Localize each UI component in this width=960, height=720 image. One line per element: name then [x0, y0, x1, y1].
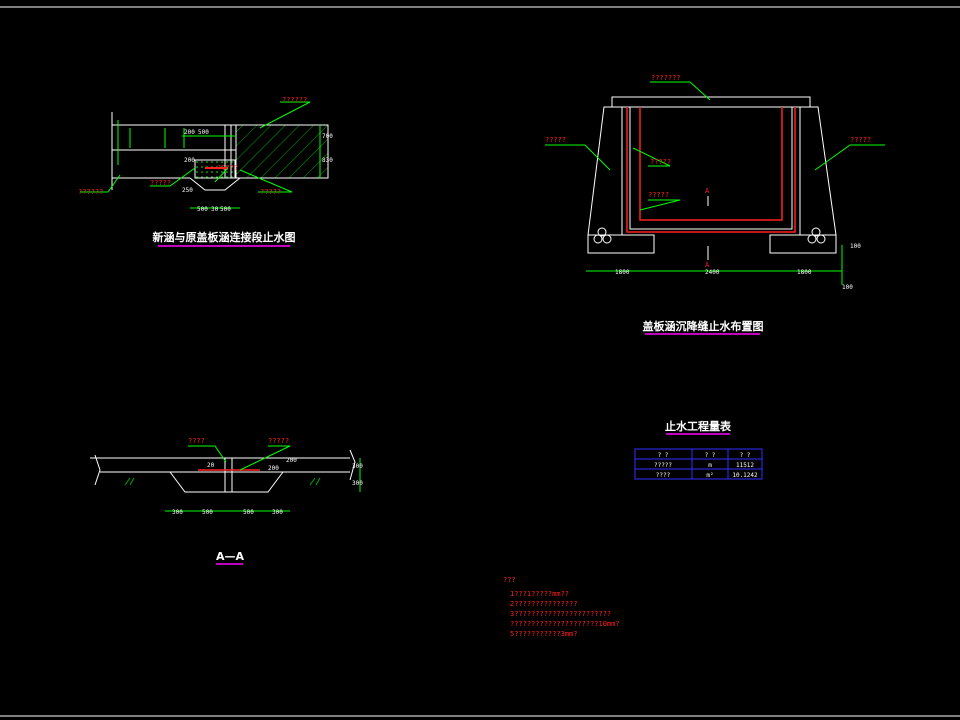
table-header-3: ? ? [740, 452, 751, 459]
table-header-1: ? ? [658, 452, 669, 459]
table-title: 止水工程量表 [665, 419, 732, 433]
joint-dim-6: 200 [184, 157, 195, 164]
culvert-dim-5: 100 [842, 284, 853, 291]
aa-break-left [94, 454, 101, 486]
notes-block: ??? 1???1?????mm?? 2??????????????? 3???… [503, 576, 620, 638]
culvert-label-3: ????? [850, 136, 871, 144]
right-foundation [769, 234, 837, 254]
joint-dim-9: 830 [322, 157, 333, 164]
leader-4 [239, 169, 293, 193]
notes-line-1: 1???1?????mm?? [510, 590, 569, 598]
joint-label-2: ????? [150, 179, 171, 187]
culvert-leader-4 [632, 147, 671, 167]
aa-break-right [349, 449, 356, 481]
aa-dim-1: 20 [207, 462, 215, 469]
aa-label-2: ????? [268, 437, 289, 445]
water-stop-inner [639, 107, 783, 221]
joint-label-1: ?????? [78, 188, 103, 196]
quantity-table: 止水工程量表 ? ? ? ? ? ? ????? m 11512 ???? m²… [634, 419, 763, 480]
aa-label-1: ???? [188, 437, 205, 445]
notes-line-2: 2??????????????? [510, 600, 577, 608]
culvert-dim-4: 100 [850, 243, 861, 250]
culvert-leader-5 [639, 199, 681, 211]
culvert-leader-2 [545, 144, 611, 171]
leader-3 [214, 167, 229, 183]
aa-dim-6: 500 [243, 509, 254, 516]
culvert-label-5: ????? [648, 191, 669, 199]
aa-dim-3: 300 [352, 480, 363, 487]
joint-dim-5: 500 [220, 206, 231, 213]
aa-leader-2 [239, 445, 291, 471]
joint-label-5: ?????? [282, 96, 307, 104]
joint-dim-3: 500 [197, 206, 208, 213]
notes-line-5: 5???????????3mm? [510, 630, 577, 638]
drawing-culvert-section: A A 1800 2400 1800 100 100 ??????? ?????… [545, 74, 885, 335]
aa-dim-8: 300 [352, 463, 363, 470]
drawing2-title: 盖板涵沉降缝止水布置图 [643, 319, 764, 333]
culvert-dim-2: 2400 [705, 269, 720, 276]
culvert-dim-3: 1800 [797, 269, 812, 276]
drawing1-title: 新涵与原盖板涵连接段止水图 [153, 230, 296, 244]
table-header-2: ? ? [705, 452, 716, 459]
table-frame [634, 448, 763, 480]
culvert-label-2: ????? [545, 136, 566, 144]
drawing-joint-detail: ?????? ????? ????? ????? ?????? 200 500 … [78, 96, 333, 247]
culvert-label-4: ????? [650, 158, 671, 166]
culvert-label-1: ??????? [651, 74, 681, 82]
aa-dim-2: 200 [268, 465, 279, 472]
joint-dim-1: 200 [184, 129, 195, 136]
drawing-section-aa: 20 200 300 300 500 500 300 300 200 ???? … [90, 437, 363, 565]
table-cell-1-3: 11512 [736, 462, 754, 469]
table-cell-2-3: 10.1242 [732, 472, 758, 479]
left-foundation [587, 234, 655, 254]
table-cell-2-1: ???? [656, 472, 671, 479]
section-mark-bottom: A [705, 261, 710, 269]
aa-dim-5: 500 [202, 509, 213, 516]
culvert-leader-3 [814, 144, 885, 171]
joint-label-3: ????? [217, 164, 238, 172]
aa-dim-4: 300 [172, 509, 183, 516]
aa-groove [100, 471, 284, 493]
joint-label-4: ????? [260, 188, 281, 196]
inner-opening [629, 106, 793, 230]
leader-2 [150, 167, 196, 187]
leader-1 [80, 174, 121, 193]
left-wall [587, 106, 623, 236]
aa-dim-7: 300 [272, 509, 283, 516]
culvert-dim-1: 1800 [615, 269, 630, 276]
table-cell-1-2: m [708, 462, 712, 469]
drawing3-title: A—A [216, 550, 245, 563]
water-stop-outline [626, 107, 796, 233]
notes-heading: ??? [503, 576, 516, 584]
notes-line-4: ?????????????????????10mm? [510, 620, 620, 628]
right-wall [799, 106, 837, 236]
aa-dim-9: 200 [286, 457, 297, 464]
notes-line-3: 3??????????????????????? [510, 610, 611, 618]
existing-slab-hatch [235, 124, 329, 179]
table-cell-2-2: m² [706, 472, 713, 479]
gravel-left [593, 227, 612, 244]
aa-soil-marks [124, 477, 321, 486]
joint-groove [189, 177, 241, 191]
table-cell-1-1: ????? [654, 462, 672, 469]
gravel-right [807, 227, 826, 244]
joint-dim-7: 250 [182, 187, 193, 194]
leader-5 [259, 101, 311, 129]
cover-slab [611, 96, 811, 108]
culvert-leader-1 [650, 81, 711, 101]
section-mark-top: A [705, 187, 710, 195]
joint-dim-8: 700 [322, 133, 333, 140]
joint-dim-4: 30 [211, 206, 219, 213]
aa-leader-1 [188, 445, 227, 463]
joint-dim-2: 500 [198, 129, 209, 136]
